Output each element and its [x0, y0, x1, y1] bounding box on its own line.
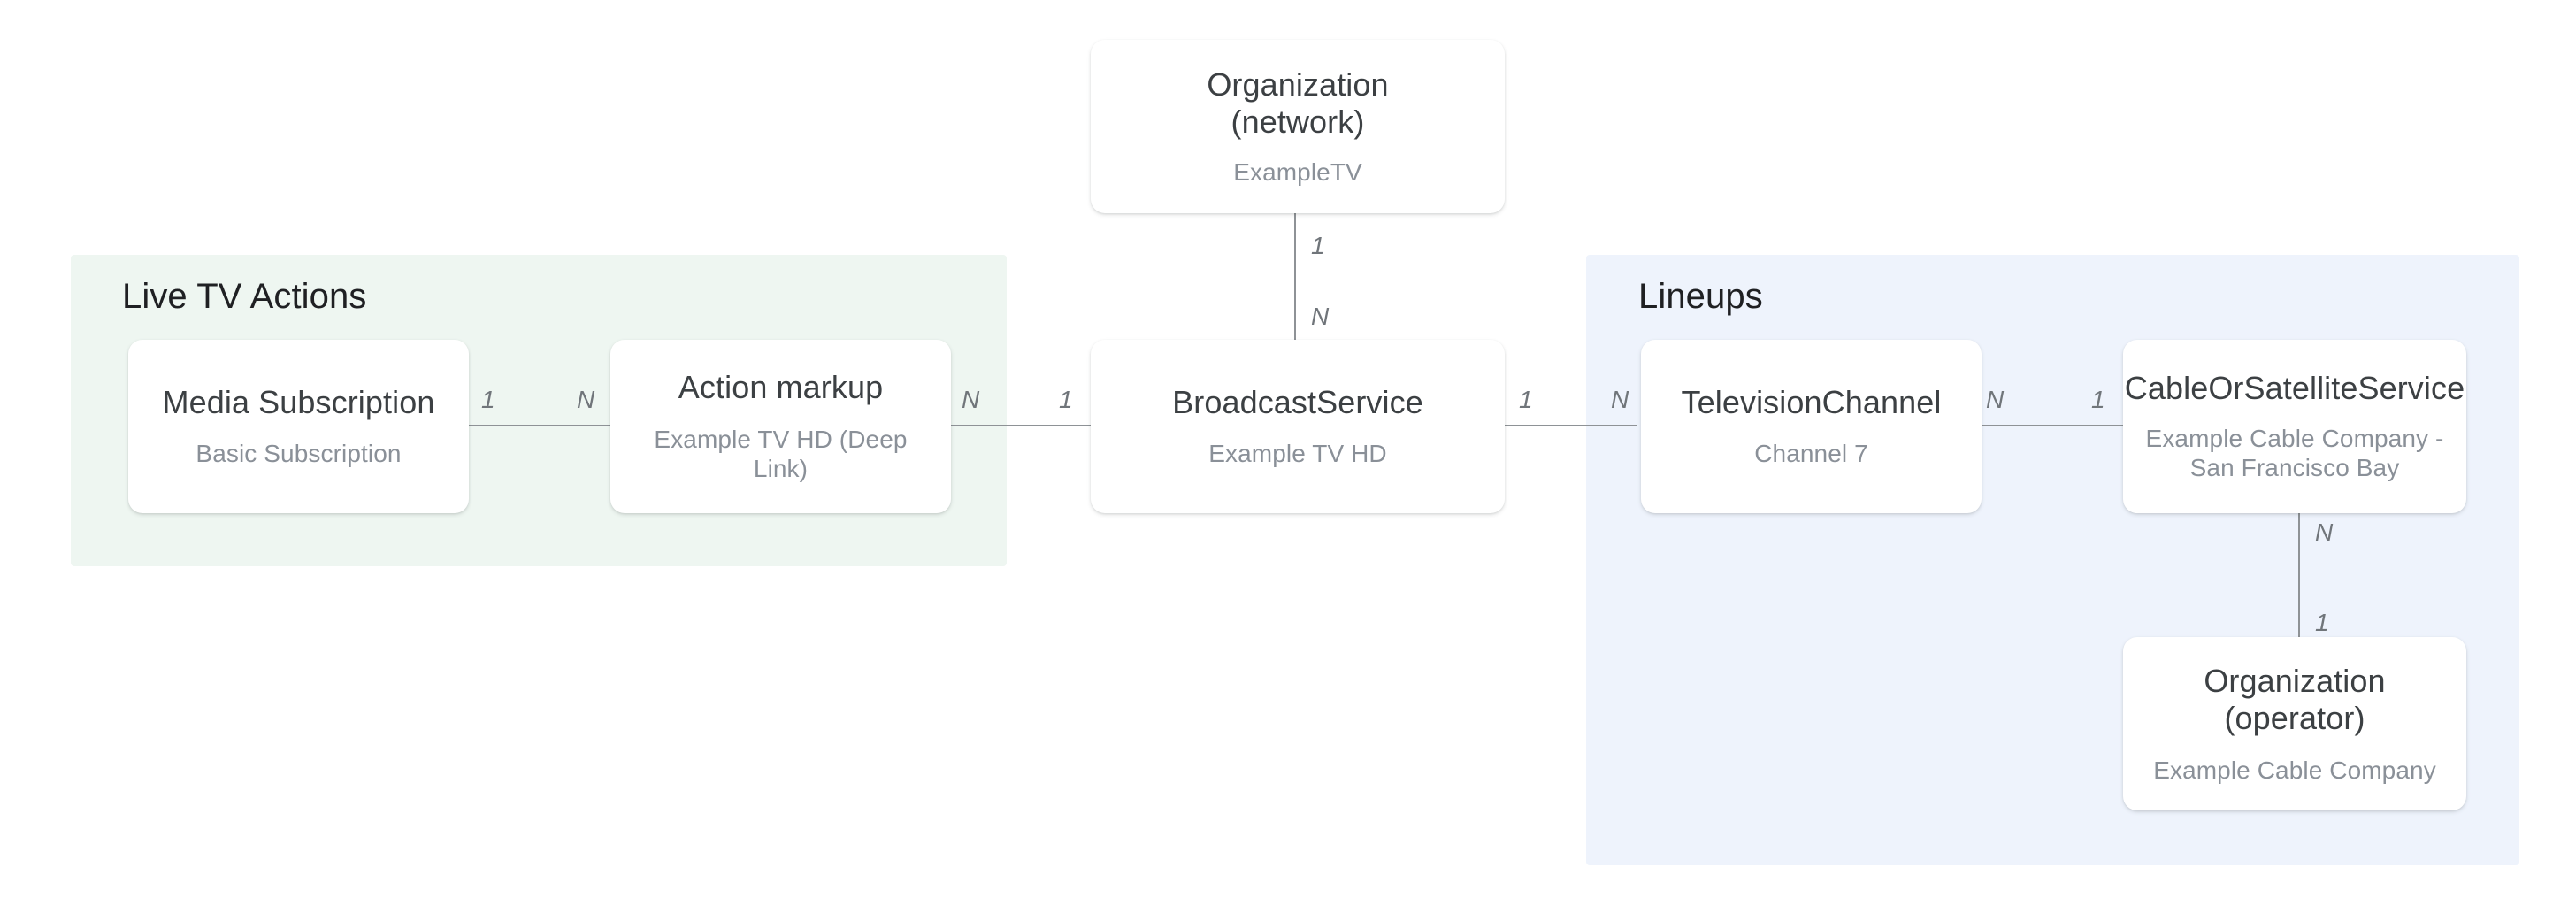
cardinality-broadcast-service-n-top: N [1311, 303, 1330, 330]
cardinality-broadcast-service-1-left: 1 [1059, 386, 1073, 413]
cardinality-broadcast-service-1-right: 1 [1519, 386, 1533, 413]
cardinality-organization-operator-1: 1 [2315, 609, 2329, 636]
node-organization-network[interactable]: Organization (network) ExampleTV [1091, 40, 1505, 213]
edge-television-channel-cable-or-satellite-service [1955, 425, 2158, 426]
node-television-channel[interactable]: TelevisionChannel Channel 7 [1641, 340, 1982, 513]
node-organization-network-title: Organization (network) [1207, 65, 1389, 141]
cardinality-cable-or-satellite-service-n-bottom: N [2315, 518, 2334, 546]
cardinality-television-channel-n-right: N [1986, 386, 2005, 413]
edge-media-subscription-action-markup [456, 425, 633, 426]
node-broadcast-service[interactable]: BroadcastService Example TV HD [1091, 340, 1505, 513]
node-action-markup[interactable]: Action markup Example TV HD (Deep Link) [610, 340, 951, 513]
node-media-subscription-title: Media Subscription [162, 383, 435, 420]
node-media-subscription-subtitle: Basic Subscription [196, 440, 402, 468]
cardinality-cable-or-satellite-service-1-left: 1 [2091, 386, 2105, 413]
node-cable-or-satellite-service[interactable]: CableOrSatelliteService Example Cable Co… [2123, 340, 2466, 513]
cardinality-organization-network-1: 1 [1311, 232, 1325, 259]
edge-broadcast-service-television-channel [1495, 425, 1637, 426]
node-media-subscription[interactable]: Media Subscription Basic Subscription [128, 340, 469, 513]
node-organization-operator[interactable]: Organization (operator) Example Cable Co… [2123, 637, 2466, 810]
edge-organization-network-broadcast-service [1294, 203, 1296, 345]
edge-action-markup-broadcast-service [938, 425, 1159, 426]
cardinality-media-subscription-1: 1 [481, 386, 495, 413]
cardinality-action-markup-n-left: N [577, 386, 595, 413]
panel-title-lineups: Lineups [1638, 277, 1763, 316]
cardinality-television-channel-n-left: N [1611, 386, 1629, 413]
panel-title-live-tv-actions: Live TV Actions [122, 277, 367, 316]
node-action-markup-subtitle: Example TV HD (Deep Link) [654, 425, 908, 483]
node-television-channel-subtitle: Channel 7 [1754, 440, 1868, 468]
node-cable-or-satellite-service-title: CableOrSatelliteService [2124, 370, 2465, 407]
edge-cable-or-satellite-service-organization-operator [2298, 504, 2300, 646]
node-organization-network-subtitle: ExampleTV [1233, 157, 1362, 186]
node-action-markup-title: Action markup [678, 369, 884, 406]
node-organization-operator-subtitle: Example Cable Company [2153, 756, 2436, 784]
node-cable-or-satellite-service-subtitle: Example Cable Company - San Francisco Ba… [2145, 424, 2444, 482]
node-broadcast-service-subtitle: Example TV HD [1208, 440, 1387, 468]
node-broadcast-service-title: BroadcastService [1172, 383, 1423, 420]
node-television-channel-title: TelevisionChannel [1681, 383, 1942, 420]
cardinality-action-markup-n-right: N [962, 386, 980, 413]
node-organization-operator-title: Organization (operator) [2204, 662, 2386, 737]
